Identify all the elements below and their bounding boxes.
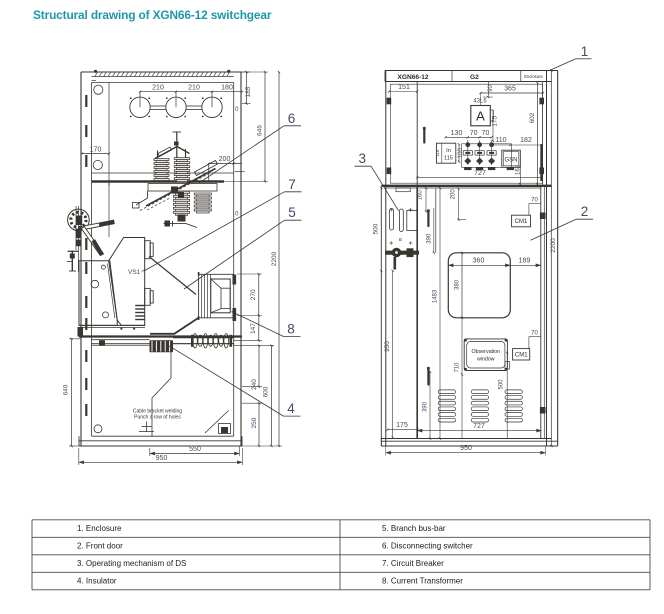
svg-text:6. Disconnecting switcher: 6. Disconnecting switcher — [382, 542, 473, 551]
svg-text:250: 250 — [251, 417, 258, 428]
svg-text:3: 3 — [359, 151, 367, 166]
svg-text:950: 950 — [156, 455, 168, 462]
svg-text:window: window — [477, 357, 495, 363]
svg-text:189: 189 — [519, 258, 531, 265]
svg-text:2200: 2200 — [271, 251, 278, 266]
svg-text:Cable bracket welding: Cable bracket welding — [133, 408, 182, 414]
svg-text:270: 270 — [250, 289, 257, 300]
svg-text:180: 180 — [221, 84, 233, 91]
svg-text:727: 727 — [474, 170, 486, 177]
svg-text:380: 380 — [455, 279, 461, 290]
svg-text:130: 130 — [451, 130, 463, 137]
svg-text:210: 210 — [188, 84, 200, 91]
svg-text:1483: 1483 — [432, 289, 438, 303]
svg-text:950: 950 — [384, 341, 391, 352]
svg-text:4: 4 — [287, 401, 295, 416]
svg-text:151: 151 — [398, 84, 410, 91]
svg-text:175: 175 — [492, 115, 499, 126]
svg-text:8: 8 — [287, 322, 295, 337]
svg-text:Observation: Observation — [472, 349, 501, 355]
svg-text:170: 170 — [90, 146, 102, 153]
svg-text:4. Insulator: 4. Insulator — [77, 577, 117, 586]
svg-text:390: 390 — [426, 233, 432, 244]
svg-text:2200: 2200 — [550, 238, 557, 253]
svg-text:1: 1 — [581, 44, 589, 59]
svg-text:200: 200 — [219, 156, 231, 163]
svg-text:70: 70 — [531, 198, 538, 204]
svg-text:B: B — [399, 237, 402, 242]
svg-text:390: 390 — [422, 401, 428, 412]
svg-text:6: 6 — [288, 111, 296, 126]
svg-text:110: 110 — [495, 137, 506, 144]
svg-text:550: 550 — [189, 446, 201, 453]
svg-text:5. Branch bus-bar: 5. Branch bus-bar — [382, 524, 446, 533]
svg-text:2. Front door: 2. Front door — [77, 542, 123, 551]
svg-text:118: 118 — [435, 149, 440, 157]
svg-text:147: 147 — [250, 323, 257, 334]
svg-text:8. Current Transformer: 8. Current Transformer — [382, 577, 463, 586]
svg-text:210: 210 — [152, 84, 164, 91]
svg-text:XGN66-12: XGN66-12 — [397, 74, 428, 81]
svg-text:240: 240 — [251, 379, 258, 390]
svg-text:GSN: GSN — [504, 157, 517, 163]
svg-text:Punch a row of holes: Punch a row of holes — [134, 415, 181, 421]
svg-text:90: 90 — [488, 85, 494, 92]
svg-text:175: 175 — [396, 422, 408, 429]
svg-text:710: 710 — [455, 362, 461, 373]
svg-text:185: 185 — [245, 86, 252, 97]
svg-text:160: 160 — [418, 190, 424, 201]
svg-text:CM1: CM1 — [515, 353, 528, 359]
svg-text:640: 640 — [63, 384, 70, 395]
svg-text:7: 7 — [288, 177, 296, 192]
svg-text:115: 115 — [444, 156, 453, 162]
svg-text:5: 5 — [288, 205, 296, 220]
svg-text:950: 950 — [460, 445, 472, 452]
svg-text:VS1: VS1 — [128, 269, 141, 276]
svg-text:182: 182 — [520, 137, 532, 144]
svg-text:500: 500 — [499, 379, 505, 390]
svg-text:CM1: CM1 — [515, 219, 528, 225]
svg-text:727: 727 — [473, 423, 485, 430]
svg-text:162: 162 — [515, 164, 521, 175]
svg-text:0: 0 — [235, 212, 239, 218]
svg-text:100: 100 — [458, 148, 464, 159]
svg-text:Structural drawing of XGN66-12: Structural drawing of XGN66-12 switchgea… — [33, 8, 272, 22]
svg-text:In: In — [446, 148, 451, 154]
svg-text:200: 200 — [451, 189, 457, 200]
svg-text:70: 70 — [482, 130, 490, 137]
svg-text:2: 2 — [581, 204, 589, 219]
svg-text:0: 0 — [235, 107, 239, 113]
svg-text:G2: G2 — [470, 74, 479, 81]
svg-text:500: 500 — [373, 223, 380, 234]
svg-text:Enclosure: Enclosure — [524, 74, 543, 79]
svg-text:600: 600 — [263, 386, 270, 397]
svg-text:646: 646 — [257, 125, 264, 136]
svg-text:70: 70 — [470, 130, 478, 137]
svg-text:365: 365 — [504, 86, 516, 93]
svg-text:70: 70 — [531, 331, 538, 337]
svg-text:602: 602 — [529, 112, 536, 123]
svg-text:1. Enclosure: 1. Enclosure — [77, 524, 122, 533]
svg-text:A: A — [476, 109, 485, 124]
svg-text:7. Circuit Breaker: 7. Circuit Breaker — [382, 559, 444, 568]
svg-text:3. Operating mechanism of DS: 3. Operating mechanism of DS — [77, 559, 186, 568]
svg-text:360: 360 — [473, 258, 485, 265]
